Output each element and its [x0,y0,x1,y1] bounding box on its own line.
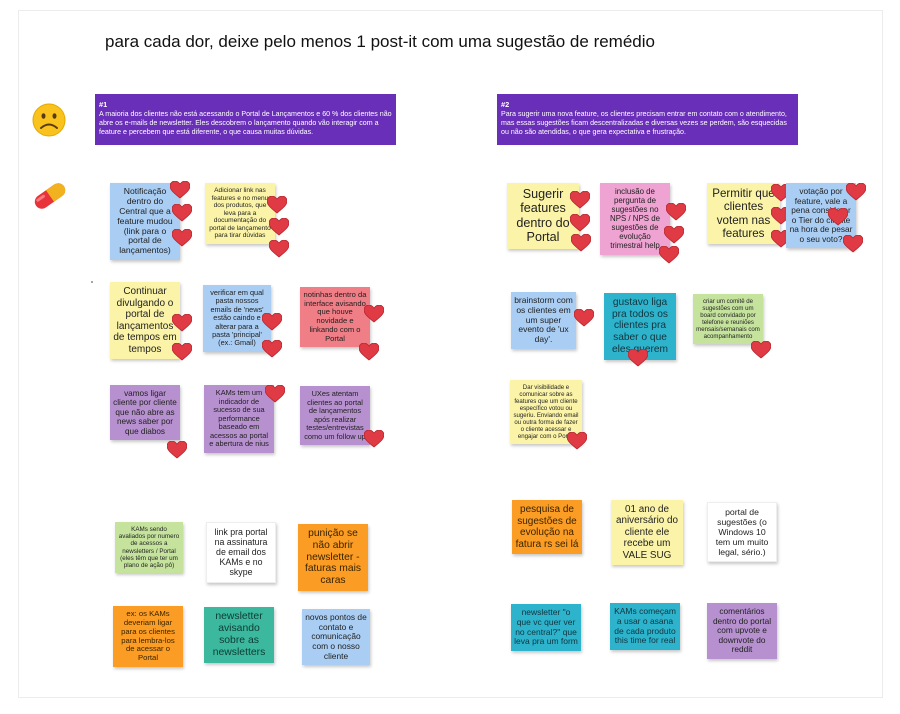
sticky-note[interactable]: comentários dentro do portal com upvote … [707,603,777,659]
heart-vote-icon[interactable] [570,233,592,252]
sticky-note-text: Adicionar link nas features e no menu do… [209,187,271,240]
heart-vote-icon[interactable] [573,308,595,327]
sticky-note[interactable]: punição se não abrir newsletter - fatura… [298,524,368,592]
sticky-note-text: novos pontos de contato e comunicação co… [305,612,367,661]
sticky-note-text: Sugerir features dentro do Portal [516,187,570,245]
sticky-note-text: criar um comitê de sugestões com um boar… [696,298,760,340]
sticky-note[interactable]: verificar em qual pasta nossos emails de… [203,285,271,352]
sticky-note-text: inclusão de pergunta de sugestões no NPS… [610,187,660,251]
sticky-note[interactable]: inclusão de pergunta de sugestões no NPS… [600,183,670,255]
sticky-note[interactable]: UXes atentam clientes ao portal de lança… [300,386,370,446]
pill-icon [30,178,70,214]
sticky-note-text: votação por feature, vale a pena conside… [789,186,853,244]
pain-point-2-banner[interactable]: #2 Para sugerir uma nova feature, os cli… [497,94,798,145]
sticky-note[interactable]: KAMs começam a usar o asana de cada prod… [610,603,680,651]
sticky-note-text: Dar visibilidade e comunicar sobre as fe… [513,384,579,440]
heart-vote-icon[interactable] [266,195,288,214]
sticky-note-text: UXes atentam clientes ao portal de lança… [304,389,366,441]
sticky-note-text: link pra portal na assinatura de email d… [214,527,268,578]
heart-vote-icon[interactable] [261,339,283,358]
board-title: para cada dor, deixe pelo menos 1 post-i… [105,32,655,51]
sticky-note-text: 01 ano de aniversário do cliente ele rec… [615,504,679,561]
sticky-note[interactable]: criar um comitê de sugestões com um boar… [693,294,763,344]
sticky-note-text: Permitir que clientes votem nas features [712,187,775,240]
sticky-note-text: KAMs começam a usar o asana de cada prod… [614,606,676,646]
sticky-note[interactable]: novos pontos de contato e comunicação co… [302,609,370,666]
sticky-note[interactable]: vamos ligar cliente por cliente que não … [110,385,180,441]
pain-point-1-banner[interactable]: #1 A maioria dos clientes não está acess… [95,94,396,145]
heart-vote-icon[interactable] [845,182,867,201]
sticky-note[interactable]: KAMs tem um indicador de sucesso de sua … [204,385,274,453]
sticky-note-text: ex: os KAMs deveriam ligar para os clien… [121,609,175,663]
heart-vote-icon[interactable] [169,180,191,199]
pain-point-2-number: #2 [501,100,510,109]
sticky-note[interactable]: ex: os KAMs deveriam ligar para os clien… [113,606,183,668]
sticky-note[interactable]: newsletter avisando sobre as newsletters [204,607,274,663]
sticky-note-text: brainstorm com os clientes em um super e… [514,295,573,345]
sticky-note[interactable]: Notificação dentro do Central que a feat… [110,183,180,261]
heart-vote-icon[interactable] [566,431,588,450]
sticky-note-text: Continuar divulgando o portal de lançame… [113,286,177,355]
heart-vote-icon[interactable] [627,348,649,367]
stray-dot [91,281,93,283]
sticky-note-text: newsletter avisando sobre as newsletters [212,611,266,658]
heart-vote-icon[interactable] [569,190,591,209]
heart-vote-icon[interactable] [171,203,193,222]
sticky-note[interactable]: Permitir que clientes votem nas features [707,183,780,245]
sticky-note[interactable]: newsletter "o que vc quer ver no central… [511,604,581,652]
sticky-note[interactable]: link pra portal na assinatura de email d… [206,522,276,583]
heart-vote-icon[interactable] [569,213,591,232]
sticky-note[interactable]: pesquisa de sugestões de evolução na fat… [512,500,582,554]
heart-vote-icon[interactable] [171,313,193,332]
sticky-note[interactable]: Continuar divulgando o portal de lançame… [110,282,180,359]
sticky-note-text: portal de sugestões (o Windows 10 tem um… [715,507,769,557]
sticky-note-text: notinhas dentro da interface avisando qu… [303,290,367,343]
sticky-note[interactable]: 01 ano de aniversário do cliente ele rec… [611,500,683,565]
heart-vote-icon[interactable] [264,384,286,403]
sticky-note[interactable]: Adicionar link nas features e no menu do… [205,183,275,245]
sticky-note-text: punição se não abrir newsletter - fatura… [304,528,362,587]
pain-point-1-number: #1 [99,100,108,109]
pain-point-1-text: A maioria dos clientes não está acessand… [99,109,392,137]
heart-vote-icon[interactable] [663,225,685,244]
sticky-note[interactable]: notinhas dentro da interface avisando qu… [300,287,370,348]
heart-vote-icon[interactable] [171,342,193,361]
sad-face-icon [32,103,66,137]
sticky-note[interactable]: Sugerir features dentro do Portal [507,183,579,249]
sticky-note[interactable]: KAMs sendo avaliados por numero de acess… [115,522,183,574]
heart-vote-icon[interactable] [171,228,193,247]
sticky-note[interactable]: brainstorm com os clientes em um super e… [511,292,576,349]
heart-vote-icon[interactable] [358,342,380,361]
sticky-note-text: KAMs tem um indicador de sucesso de sua … [209,388,269,449]
heart-vote-icon[interactable] [665,202,687,221]
heart-vote-icon[interactable] [268,239,290,258]
heart-vote-icon[interactable] [842,234,864,253]
sticky-note[interactable]: gustavo liga pra todos os clientes pra s… [604,293,676,360]
sticky-note[interactable]: portal de sugestões (o Windows 10 tem um… [707,502,777,562]
heart-vote-icon[interactable] [268,217,290,236]
sticky-note-text: comentários dentro do portal com upvote … [712,606,772,655]
heart-vote-icon[interactable] [166,440,188,459]
sticky-note-text: newsletter "o que vc quer ver no central… [514,607,578,647]
heart-vote-icon[interactable] [827,207,849,226]
heart-vote-icon[interactable] [363,304,385,323]
heart-vote-icon[interactable] [658,245,680,264]
sticky-note-text: KAMs sendo avaliados por numero de acess… [118,526,180,570]
heart-vote-icon[interactable] [363,429,385,448]
sticky-note-text: Notificação dentro do Central que a feat… [117,186,173,256]
sticky-note-text: vamos ligar cliente por cliente que não … [113,389,177,436]
pain-point-2-text: Para sugerir uma nova feature, os client… [501,109,787,137]
heart-vote-icon[interactable] [750,340,772,359]
sticky-note-text: verificar em qual pasta nossos emails de… [210,288,264,348]
heart-vote-icon[interactable] [261,312,283,331]
sticky-note-text: pesquisa de sugestões de evolução na fat… [515,504,579,550]
sticky-note-text: gustavo liga pra todos os clientes pra s… [611,297,669,355]
